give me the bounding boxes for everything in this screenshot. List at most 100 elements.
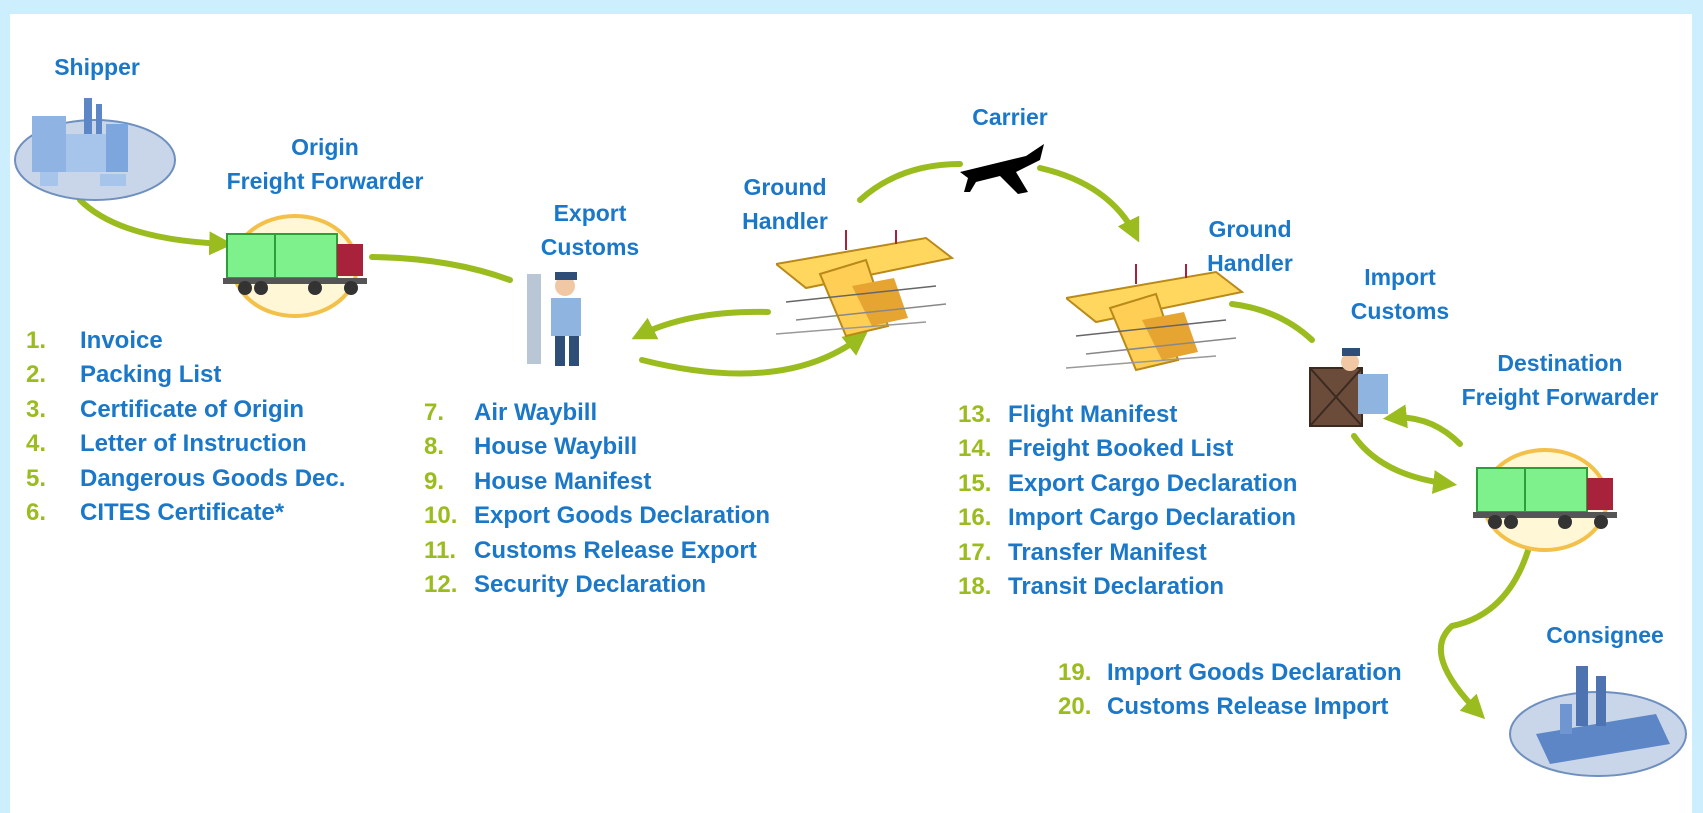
item-text: Flight Manifest <box>1008 401 1178 428</box>
list-item: 16. Import Cargo Declaration <box>958 501 1297 535</box>
list-item: 10. Export Goods Declaration <box>424 499 770 533</box>
arrow-ground-handler-to-carrier <box>857 161 963 203</box>
ground-handler-origin-label-line1: Ground <box>743 174 827 200</box>
item-number: 9. <box>424 467 445 495</box>
ground-handler-destination-label-line2: Handler <box>1207 250 1293 276</box>
item-number: 1. <box>26 327 47 354</box>
arrow-dest-ff-to-import-customs <box>1382 404 1463 447</box>
list-item: 15. Export Cargo Declaration <box>958 467 1297 501</box>
ground-handler-destination-label: Ground Handler <box>1190 212 1310 280</box>
item-text: Transfer Manifest <box>1008 538 1207 566</box>
item-number: 18. <box>958 573 992 601</box>
item-number: 19. <box>1058 659 1092 686</box>
destination-truck-icon <box>1473 448 1617 552</box>
airport-icon <box>776 230 955 338</box>
item-text: Dangerous Goods Dec. <box>80 464 346 492</box>
shipper-label: Shipper <box>54 54 140 80</box>
diagram-canvas: Shipper Origin Freight Forwarder Export … <box>10 14 1692 813</box>
export-documents-list: 7. Air Waybill 8. House Waybill 9. House Ma… <box>424 396 770 602</box>
item-number: 15. <box>958 469 992 497</box>
item-number: 3. <box>26 395 47 423</box>
arrow-carrier-to-ground-handler <box>1037 165 1140 243</box>
transit-documents-list: 13. Flight Manifest 14. Freight Booked Lis… <box>958 398 1297 604</box>
item-number: 13. <box>958 401 992 428</box>
list-item: 11. Customs Release Export <box>424 534 770 568</box>
item-number: 20. <box>1058 693 1092 721</box>
import-customs-icon <box>1309 348 1388 427</box>
consignee-factory-icon <box>1509 666 1687 777</box>
item-number: 11. <box>424 536 457 564</box>
item-number: 17. <box>958 538 992 566</box>
item-number: 12. <box>424 571 458 599</box>
list-item: 14. Freight Booked List <box>958 432 1297 466</box>
ground-handler-origin-label-line2: Handler <box>742 208 828 234</box>
destination-ff-label-line1: Destination <box>1497 350 1623 376</box>
customs-officer-icon <box>527 272 581 366</box>
ground-handler-destination-label-line1: Ground <box>1208 216 1292 242</box>
list-item: 5. Dangerous Goods Dec. <box>26 462 345 496</box>
list-item: 13. Flight Manifest <box>958 398 1297 432</box>
origin-ff-label-line1: Origin <box>291 134 359 160</box>
item-text: Import Cargo Declaration <box>1008 504 1297 532</box>
item-text: Customs Release Import <box>1107 693 1389 721</box>
import-customs-label: Import Customs <box>1340 260 1460 328</box>
list-item: 3. Certificate of Origin <box>26 393 345 427</box>
item-number: 5. <box>26 464 47 492</box>
arrow-import-customs-to-dest-ff <box>1351 433 1458 494</box>
item-text: Export Goods Declaration <box>474 502 771 530</box>
item-number: 7. <box>424 399 445 426</box>
list-item: 6. CITES Certificate* <box>26 496 345 530</box>
item-text: House Waybill <box>474 433 638 461</box>
origin-ff-label-line2: Freight Forwarder <box>226 168 424 194</box>
arrow-export-customs-to-ground-handler <box>639 331 868 377</box>
item-number: 10. <box>424 502 458 530</box>
destination-ff-label-line2: Freight Forwarder <box>1461 384 1659 410</box>
list-item: 9. House Manifest <box>424 465 770 499</box>
export-customs-label-line1: Export <box>553 200 627 226</box>
import-documents-list: 19. Import Goods Declaration 20. Customs R… <box>1058 656 1402 725</box>
list-item: 19. Import Goods Declaration <box>1058 656 1402 690</box>
export-customs-label-line2: Customs <box>540 234 640 260</box>
item-text: Security Declaration <box>474 571 707 599</box>
import-customs-label-line1: Import <box>1364 264 1436 290</box>
list-item: 4.Letter of Instruction <box>26 427 345 461</box>
list-item: 12. Security Declaration <box>424 568 770 602</box>
item-number: 4. <box>26 430 47 458</box>
arrow-dest-ff-to-consignee <box>1437 541 1533 720</box>
airplane-icon <box>960 144 1044 194</box>
list-item: 7. Air Waybill <box>424 396 770 430</box>
item-text: Invoice <box>80 327 163 354</box>
list-item: 8. House Waybill <box>424 430 770 464</box>
item-number: 2. <box>26 361 47 389</box>
origin-ff-label: Origin Freight Forwarder <box>210 130 440 198</box>
list-item: 20. Customs Release Import <box>1058 690 1402 724</box>
export-customs-label: Export Customs <box>525 196 655 264</box>
item-text: Export Cargo Declaration <box>1008 469 1298 497</box>
list-item: 17. Transfer Manifest <box>958 536 1297 570</box>
arrow-shipper-to-origin-ff <box>77 197 234 256</box>
item-text: Transit Declaration <box>1008 573 1225 601</box>
item-number: 16. <box>958 504 992 532</box>
item-text: Certificate of Origin <box>80 395 305 423</box>
item-number: 14. <box>958 435 992 463</box>
list-item: 1. Invoice <box>26 324 345 358</box>
item-text: Customs Release Export <box>474 536 757 564</box>
factory-icon <box>14 98 176 201</box>
item-number: 6. <box>26 499 47 527</box>
item-text: House Manifest <box>474 467 652 495</box>
item-text: Packing List <box>80 361 222 389</box>
flow-arrows <box>77 161 1533 720</box>
item-text: Freight Booked List <box>1008 435 1234 463</box>
destination-ff-label: Destination Freight Forwarder <box>1440 346 1680 414</box>
list-item: 18. Transit Declaration <box>958 570 1297 604</box>
consignee-label: Consignee <box>1546 622 1664 648</box>
origin-truck-icon <box>223 214 367 318</box>
item-text: CITES Certificate* <box>80 499 285 527</box>
shipper-documents-list: 1. Invoice 2. Packing List 3. Certificate o… <box>26 324 345 530</box>
item-text: Import Goods Declaration <box>1107 659 1402 686</box>
item-text: Air Waybill <box>474 399 598 426</box>
arrow-ground-handler-to-import-customs <box>1229 301 1315 343</box>
item-number: 8. <box>424 433 445 461</box>
list-item: 2. Packing List <box>26 358 345 392</box>
arrow-ground-handler-to-export-customs <box>631 308 771 340</box>
